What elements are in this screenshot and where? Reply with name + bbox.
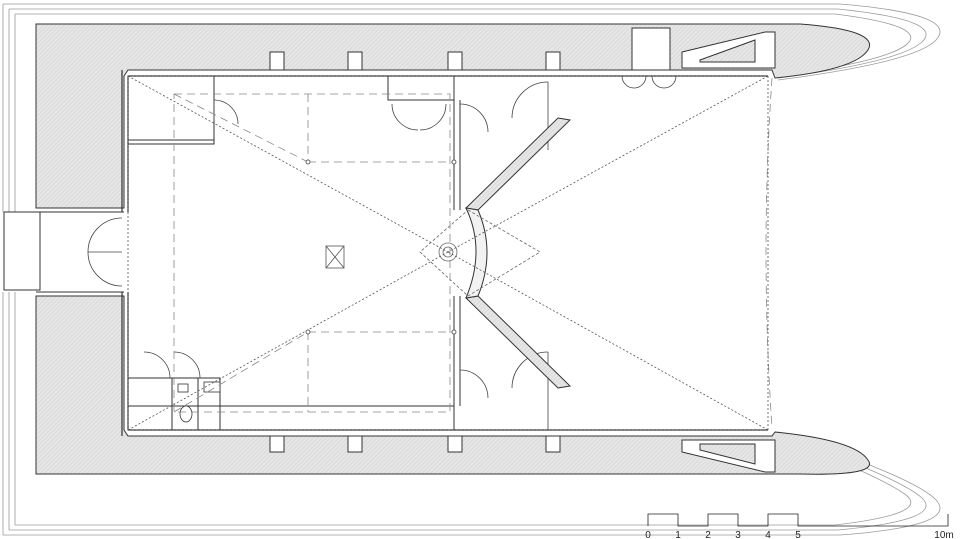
interior-floor — [128, 72, 770, 432]
scale-label-2: 2 — [705, 530, 711, 539]
door-swings — [143, 75, 677, 430]
scale-label-3: 3 — [735, 530, 741, 539]
scale-label-4: 4 — [765, 530, 771, 539]
north-buttresses — [269, 51, 561, 71]
entrance-porch — [3, 211, 124, 293]
skylight-marker — [325, 245, 345, 269]
altar — [419, 209, 541, 297]
structural-diagonals — [127, 75, 769, 431]
toilet-fixtures — [177, 381, 221, 423]
north-tip-rooms — [631, 27, 776, 71]
v-wall — [464, 117, 572, 389]
scale-label-0: 0 — [645, 530, 651, 539]
column-points — [305, 159, 457, 335]
scale-label-10m: 10m — [934, 530, 953, 539]
scale-label-1: 1 — [675, 530, 681, 539]
scale-bar-labels: 0 1 2 3 4 5 10m — [645, 530, 954, 539]
south-tip-rooms — [681, 439, 776, 473]
entrance-door — [87, 217, 123, 287]
roof-outline — [173, 77, 773, 429]
south-buttresses — [269, 435, 561, 453]
scale-bar — [647, 513, 949, 527]
scale-label-5: 5 — [795, 530, 801, 539]
terrace-contours — [2, 3, 941, 536]
